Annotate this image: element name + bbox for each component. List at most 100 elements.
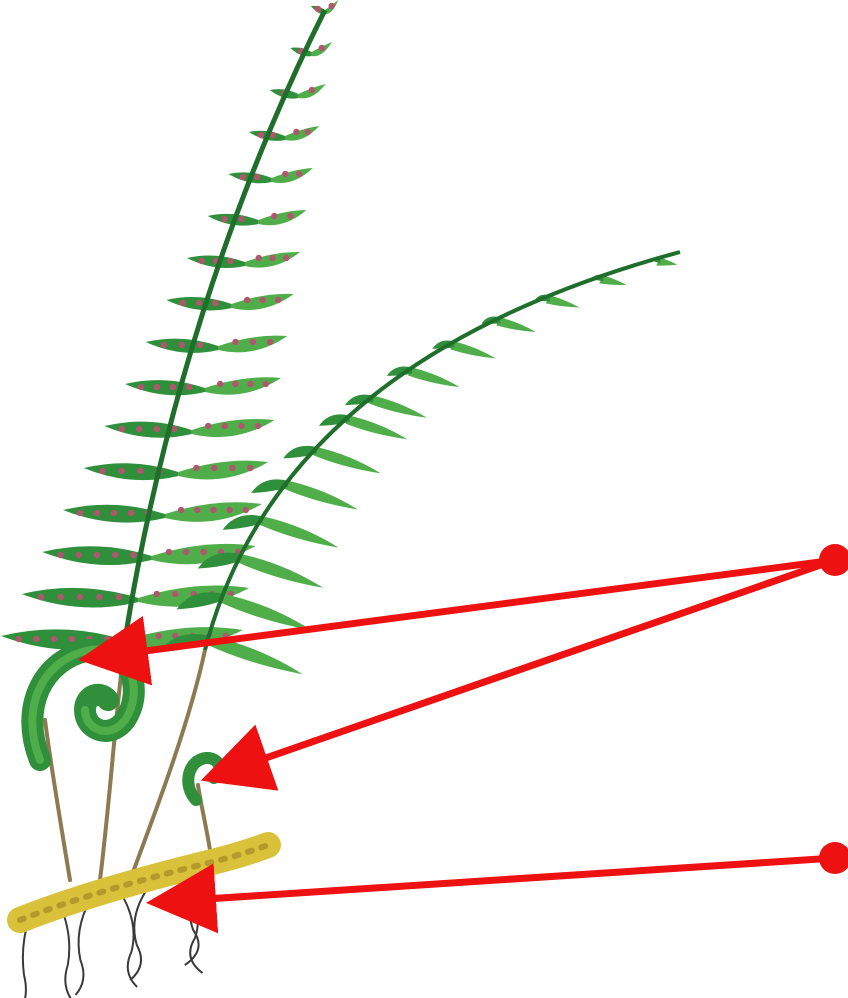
sorus bbox=[271, 213, 277, 219]
sorus bbox=[221, 216, 227, 222]
sorus bbox=[172, 591, 178, 597]
sorus bbox=[186, 384, 192, 390]
sorus bbox=[232, 339, 238, 345]
pointer-fiddlehead-large bbox=[92, 560, 835, 658]
sorus bbox=[210, 507, 216, 513]
sorus bbox=[256, 255, 262, 261]
pinna-lower bbox=[496, 317, 535, 332]
sorus bbox=[198, 258, 204, 264]
stipe-fiddlehead-small bbox=[198, 785, 210, 850]
sorus bbox=[238, 216, 244, 222]
sorus bbox=[57, 552, 63, 558]
sorus bbox=[194, 507, 200, 513]
root bbox=[76, 900, 90, 995]
pinna-left bbox=[104, 422, 191, 438]
sorus bbox=[328, 3, 334, 9]
pinna-lower bbox=[259, 516, 339, 547]
sorus bbox=[305, 129, 311, 135]
sorus bbox=[275, 297, 281, 303]
fiddlehead-small bbox=[188, 758, 219, 800]
sorus bbox=[250, 339, 256, 345]
sorus bbox=[247, 381, 253, 387]
sorus bbox=[287, 213, 293, 219]
sorus bbox=[119, 426, 125, 432]
sorus bbox=[69, 636, 75, 642]
pointer-rhizome bbox=[160, 858, 835, 902]
sorus bbox=[269, 255, 275, 261]
sorus bbox=[99, 468, 105, 474]
sorus bbox=[139, 633, 145, 639]
sorus bbox=[118, 468, 124, 474]
sorus bbox=[77, 594, 83, 600]
sorus bbox=[76, 552, 82, 558]
sorus bbox=[240, 174, 246, 180]
sorus bbox=[96, 594, 102, 600]
sorus bbox=[254, 174, 260, 180]
sorus bbox=[222, 423, 228, 429]
sorus bbox=[112, 552, 118, 558]
sorus bbox=[154, 426, 160, 432]
sorus bbox=[130, 552, 136, 558]
sorus bbox=[258, 132, 264, 138]
sorus bbox=[179, 342, 185, 348]
pinna-lower bbox=[369, 396, 427, 418]
stipe-fiddlehead-large bbox=[45, 720, 70, 880]
pinna-left bbox=[84, 463, 179, 480]
pinna-lower bbox=[346, 416, 408, 440]
sorus bbox=[178, 507, 184, 513]
sorus bbox=[247, 465, 253, 471]
sorus bbox=[155, 633, 161, 639]
sorus bbox=[94, 552, 100, 558]
sorus bbox=[136, 426, 142, 432]
sorus bbox=[154, 384, 160, 390]
sorus bbox=[161, 342, 167, 348]
pinna-lower bbox=[219, 594, 311, 630]
sorus bbox=[111, 510, 117, 516]
sorus bbox=[200, 549, 206, 555]
pinna-lower bbox=[313, 447, 381, 473]
sorus bbox=[16, 636, 22, 642]
sorus bbox=[229, 465, 235, 471]
sorus bbox=[197, 342, 203, 348]
sorus bbox=[183, 549, 189, 555]
sorus bbox=[227, 258, 233, 264]
pinna-right bbox=[272, 168, 313, 183]
pointer-origin-top bbox=[819, 544, 848, 576]
sorus bbox=[217, 381, 223, 387]
sorus bbox=[196, 300, 202, 306]
sorus bbox=[94, 510, 100, 516]
sorus bbox=[154, 591, 160, 597]
pinna-left bbox=[125, 380, 205, 395]
pinna-lower bbox=[284, 481, 358, 510]
pinna-lower bbox=[450, 341, 496, 358]
sorus bbox=[238, 423, 244, 429]
sorus bbox=[267, 339, 273, 345]
sorus bbox=[166, 549, 172, 555]
sorus bbox=[244, 297, 250, 303]
sorus bbox=[315, 6, 321, 12]
sorus bbox=[255, 423, 261, 429]
pinna-lower bbox=[237, 554, 323, 588]
sorus bbox=[226, 507, 232, 513]
sorus bbox=[116, 594, 122, 600]
sorus bbox=[193, 465, 199, 471]
sorus bbox=[57, 594, 63, 600]
pinna-right bbox=[258, 210, 306, 225]
sorus bbox=[282, 171, 288, 177]
rhizome bbox=[20, 845, 268, 920]
pointer-origin-bottom bbox=[819, 842, 848, 874]
sorus bbox=[263, 381, 269, 387]
pinna-lower bbox=[546, 295, 579, 307]
sorus bbox=[319, 45, 325, 51]
pointer-fiddlehead-small bbox=[214, 560, 835, 776]
sorus bbox=[138, 384, 144, 390]
sorus bbox=[170, 384, 176, 390]
sporangia-frond bbox=[1, 0, 338, 650]
sorus bbox=[128, 510, 134, 516]
pinna-right bbox=[285, 126, 319, 141]
sorus bbox=[179, 300, 185, 306]
sorus bbox=[51, 636, 57, 642]
sorus bbox=[283, 255, 289, 261]
sorus bbox=[309, 87, 315, 93]
